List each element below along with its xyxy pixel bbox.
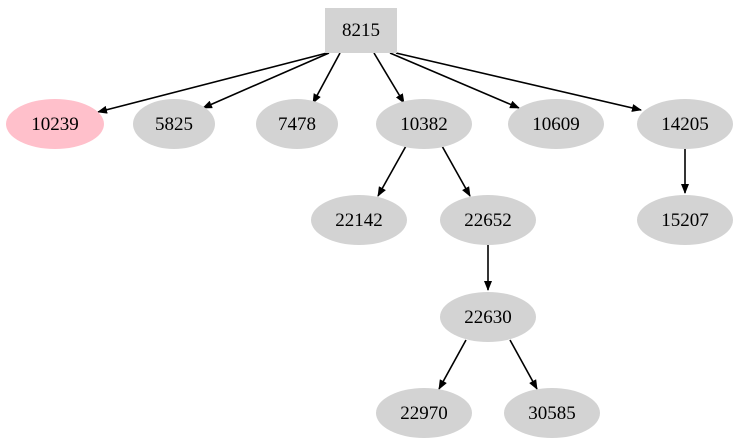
graph-edge-8215-to-10239 (97, 52, 328, 114)
graph-node-label: 10382 (400, 113, 448, 135)
graph-node-10239[interactable]: 10239 (6, 99, 104, 149)
graph-node-7478[interactable]: 7478 (256, 99, 338, 149)
graph-edge-8215-to-7478 (312, 52, 341, 104)
graph-edge-8215-to-14205 (395, 52, 642, 112)
graph-edge-8215-to-5825 (202, 52, 330, 109)
graph-node-22652[interactable]: 22652 (440, 195, 536, 245)
graph-edge-10382-to-22142 (377, 145, 407, 197)
graph-node-label: 15207 (661, 209, 709, 231)
graph-node-label: 30585 (528, 402, 576, 424)
graph-node-5825[interactable]: 5825 (133, 99, 215, 149)
graph-edge-10382-to-22652 (441, 145, 471, 197)
graph-node-8215[interactable]: 8215 (325, 7, 397, 53)
graph-edge-8215-to-10382 (373, 52, 405, 104)
graph-node-22630[interactable]: 22630 (440, 292, 536, 342)
graph-node-label: 22970 (400, 402, 448, 424)
graph-node-30585[interactable]: 30585 (504, 388, 600, 438)
graph-node-label: 10239 (31, 113, 79, 135)
graph-node-15207[interactable]: 15207 (637, 195, 733, 245)
graph-edge-8215-to-10609 (389, 52, 520, 109)
graph-node-label: 10609 (532, 113, 580, 135)
graph-node-22142[interactable]: 22142 (311, 195, 407, 245)
graph-node-10609[interactable]: 10609 (508, 99, 604, 149)
graph-node-label: 22142 (335, 209, 383, 231)
graph-node-label: 14205 (661, 113, 709, 135)
graph-node-label: 8215 (342, 19, 380, 41)
graph-edge-22630-to-22970 (438, 339, 467, 390)
graph-node-14205[interactable]: 14205 (637, 99, 733, 149)
graph-node-10382[interactable]: 10382 (376, 99, 472, 149)
graph-node-label: 22652 (464, 209, 512, 231)
graph-node-label: 7478 (278, 113, 316, 135)
graph-node-label: 22630 (464, 306, 512, 328)
graph-node-label: 5825 (155, 113, 193, 135)
graph-edge-22630-to-30585 (509, 339, 538, 390)
graph-node-22970[interactable]: 22970 (376, 388, 472, 438)
